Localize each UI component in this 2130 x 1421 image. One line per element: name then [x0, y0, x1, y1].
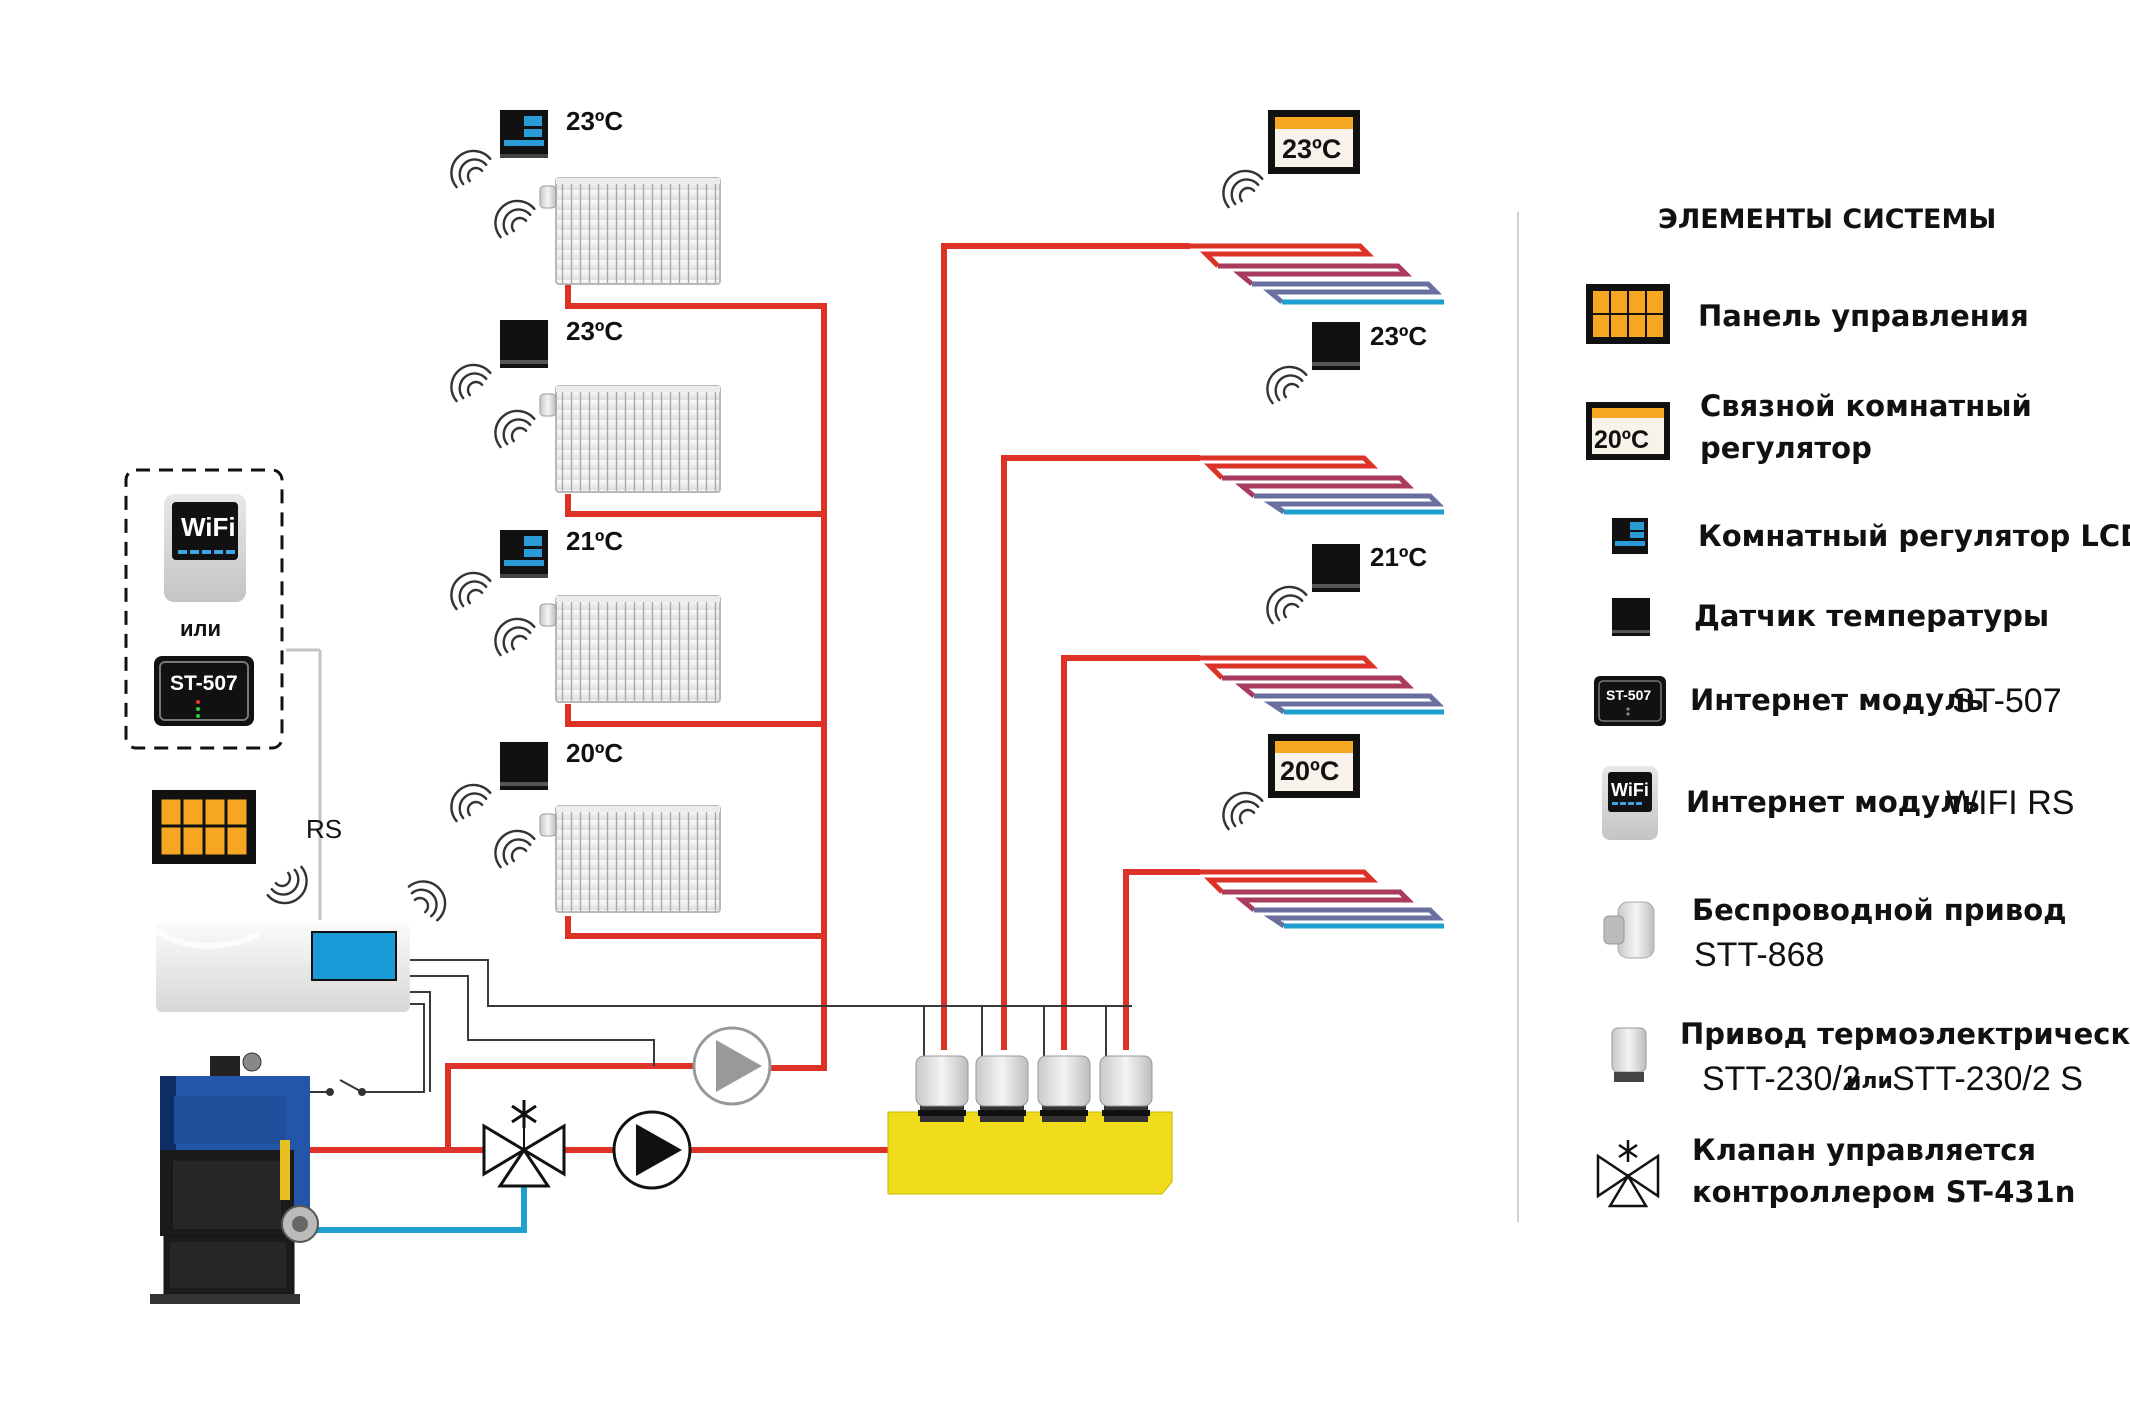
legend-wifi-code: WIFI RS — [1946, 784, 2074, 822]
wireless-actuator-icon — [1603, 901, 1655, 959]
main-controller — [154, 922, 410, 1012]
wireless-signal-icon — [1222, 169, 1264, 209]
floor-temp-1: 23ºC — [1282, 134, 1341, 164]
legend-wifi-text: Интернет модуль — [1686, 785, 1980, 819]
panel-icon — [1586, 284, 1670, 344]
boiler-loop-pipes — [310, 1063, 888, 1233]
floor-coil-2 — [1200, 455, 1445, 515]
floor-pipes — [941, 243, 1200, 1050]
floor-coil-4 — [1200, 869, 1445, 929]
legend-thermo-or: или — [1846, 1069, 1893, 1094]
floor-coil-3 — [1200, 655, 1445, 715]
wireless-signal-icon — [1266, 585, 1308, 625]
radiator-room-devices: 23ºC 23ºC 21ºC 20ºC — [500, 106, 623, 790]
valve-icon — [1596, 1140, 1660, 1208]
wifi-module-icon: WiFi — [1602, 766, 1658, 840]
legend-linked-regulator-line1: Связной комнатный — [1700, 389, 2032, 423]
floor-room-devices: 23ºC 23ºC 21ºC 20ºC — [1268, 110, 1427, 798]
legend-linked-regulator-line2: регулятор — [1700, 431, 1872, 465]
valve-icon — [482, 1100, 566, 1188]
floor-temp-4: 20ºC — [1280, 756, 1339, 786]
linked-regulator-icon — [1268, 110, 1360, 174]
boiler-switch — [308, 1079, 366, 1096]
radiator-1 — [539, 177, 721, 285]
radiator-temp-3: 21ºC — [566, 526, 623, 556]
legend-temp-sensor: Датчик температуры — [1694, 599, 2049, 633]
control-wiring — [286, 648, 1132, 1093]
wireless-signal-icon — [1266, 365, 1308, 405]
wifi-module-icon: WiFi — [164, 494, 246, 602]
floor-temp-3: 21ºC — [1370, 542, 1427, 572]
radiator-3 — [539, 595, 721, 703]
radiator-2 — [539, 385, 721, 493]
radiator-pipes — [565, 284, 827, 1071]
radiator-temp-2: 23ºC — [566, 316, 623, 346]
wireless-signal-icon — [1222, 791, 1264, 831]
legend-wireless-actuator-code: STT-868 — [1694, 936, 1824, 974]
wireless-signal-icon — [266, 865, 308, 905]
floor-heating-coils — [1190, 243, 1445, 929]
boiler — [150, 1052, 319, 1304]
legend-thermo-actuator: Привод термоэлектрический — [1680, 1017, 2130, 1051]
temperature-sensor-icon — [500, 320, 548, 368]
wireless-signals — [266, 149, 1308, 922]
thermo-actuator-icon — [1037, 1055, 1091, 1122]
temperature-sensor-icon — [1312, 322, 1360, 370]
legend-st507-text: Интернет модуль — [1690, 683, 1984, 717]
internet-module-box: WiFi или ST-507 — [124, 468, 284, 750]
radiator-4 — [539, 805, 721, 913]
legend-st507-code: ST-507 — [1952, 682, 2062, 720]
thermo-actuator-icon — [1099, 1055, 1153, 1122]
legend-thermo-code-b: STT-230/2 S — [1892, 1060, 2083, 1098]
circulation-pump — [612, 1110, 692, 1190]
wireless-signal-icon — [450, 149, 492, 189]
radiator-temp-1: 23ºC — [566, 106, 623, 136]
legend-control-panel: Панель управления — [1698, 299, 2029, 333]
wireless-signal-icon — [407, 880, 447, 922]
legend-linked-regulator-temp: 20ºC — [1594, 426, 1649, 454]
temperature-sensor-icon — [1612, 598, 1650, 636]
legend: ЭЛЕМЕНТЫ СИСТЕМЫ Панель управления 20ºC … — [1586, 204, 2130, 1209]
temperature-sensor-icon — [1312, 544, 1360, 592]
wireless-signal-icon — [494, 409, 536, 449]
legend-st507-icon-label: ST-507 — [1606, 687, 1651, 703]
thermo-actuator-icon — [975, 1055, 1029, 1122]
wireless-signal-icon — [450, 571, 492, 611]
rs-label: RS — [306, 814, 342, 844]
wireless-signal-icon — [450, 363, 492, 403]
control-panel-icon — [152, 790, 256, 864]
floor-coil-1 — [1190, 243, 1444, 305]
floor-manifold — [887, 1055, 1173, 1195]
legend-lcd-regulator: Комнатный регулятор LCD — [1698, 519, 2130, 553]
wifi-module-label: WiFi — [181, 512, 236, 542]
radiators — [539, 177, 721, 913]
linked-regulator-icon: 20ºC — [1586, 402, 1670, 460]
thermo-actuator-icon — [915, 1055, 969, 1122]
st507-module-label: ST-507 — [170, 672, 238, 695]
thermo-actuator-icon — [1611, 1027, 1647, 1082]
legend-thermo-code-a: STT-230/2 — [1702, 1060, 1861, 1098]
st507-icon: ST-507 — [1594, 676, 1666, 726]
linked-regulator-icon — [1268, 734, 1360, 798]
floor-temp-2: 23ºC — [1370, 321, 1427, 351]
module-or-label: или — [180, 616, 221, 641]
lcd-regulator-icon — [1612, 518, 1648, 554]
lcd-regulator-icon — [500, 530, 548, 578]
wireless-signal-icon — [494, 829, 536, 869]
wireless-signal-icon — [494, 199, 536, 239]
legend-wifi-icon-label: WiFi — [1611, 780, 1649, 800]
wireless-signal-icon — [450, 783, 492, 823]
st507-icon: ST-507 — [154, 656, 254, 726]
lcd-regulator-icon — [500, 110, 548, 158]
legend-valve-line1: Клапан управляется — [1692, 1133, 2036, 1167]
legend-wireless-actuator: Беспроводной привод — [1692, 893, 2067, 927]
legend-title: ЭЛЕМЕНТЫ СИСТЕМЫ — [1658, 204, 1996, 235]
temperature-sensor-icon — [500, 742, 548, 790]
radiator-temp-4: 20ºC — [566, 738, 623, 768]
legend-valve-line2: контроллером ST-431n — [1692, 1175, 2075, 1209]
radiator-pump — [692, 1026, 772, 1106]
wireless-signal-icon — [494, 617, 536, 657]
